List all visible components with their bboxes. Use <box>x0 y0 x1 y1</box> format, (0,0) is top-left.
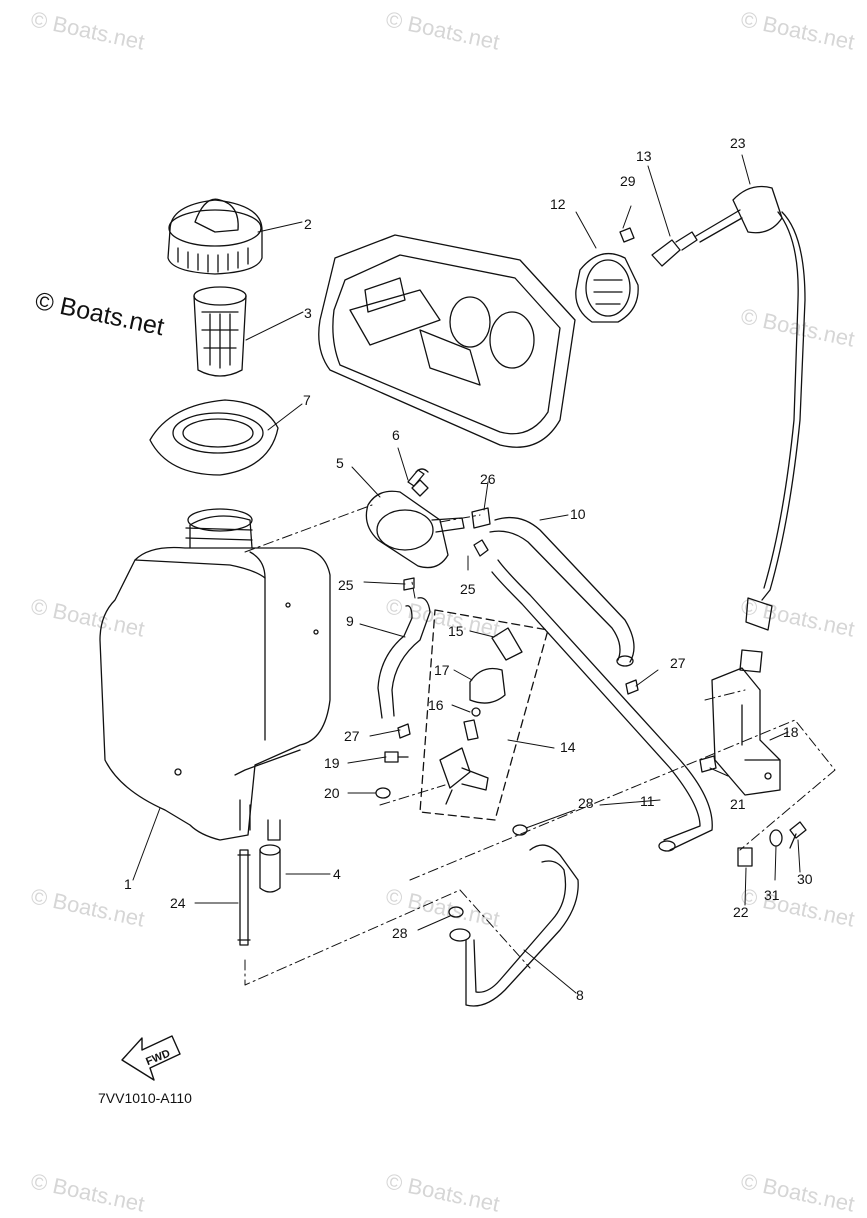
part-label: 1 <box>124 876 132 892</box>
part-label: 28 <box>578 795 594 811</box>
strainer <box>193 286 247 377</box>
rod-24 <box>237 849 251 946</box>
bolt-30 <box>789 821 807 849</box>
clip-28 <box>448 824 528 918</box>
plug-4 <box>259 844 281 893</box>
part-label: 18 <box>783 724 799 740</box>
dashboard-panel <box>318 234 576 448</box>
part-label: 24 <box>170 895 186 911</box>
part-label: 6 <box>392 427 400 443</box>
part-label: 25 <box>460 581 476 597</box>
clip-25 <box>403 539 489 591</box>
part-label: 27 <box>344 728 360 744</box>
reference-lines <box>244 504 836 986</box>
washer-20 <box>375 787 391 799</box>
hose-11 <box>491 559 713 852</box>
leader-lines <box>132 154 801 994</box>
gasket <box>149 399 279 476</box>
part-label: 19 <box>324 755 340 771</box>
part-label: 29 <box>620 173 636 189</box>
part-label: 28 <box>392 925 408 941</box>
fuel-cock-assembly <box>419 609 549 821</box>
part-label: 11 <box>640 793 655 809</box>
cable-fitting-13 <box>651 231 698 267</box>
part-label: 15 <box>448 623 464 639</box>
part-label: 7 <box>303 392 311 408</box>
part-label: 20 <box>324 785 340 801</box>
part-label: 13 <box>636 148 652 164</box>
part-label: 12 <box>550 196 566 212</box>
fuel-tank <box>99 508 331 841</box>
part-label: 8 <box>576 987 584 1003</box>
part-label: 9 <box>346 613 354 629</box>
diagram-code: 7VV1010-A110 <box>98 1090 192 1106</box>
clip-27 <box>397 679 639 739</box>
part-label: 23 <box>730 135 746 151</box>
fuel-gauge <box>575 252 639 323</box>
cable-23 <box>695 185 806 673</box>
bracket-18 <box>699 667 781 796</box>
part-label: 31 <box>764 887 780 903</box>
hose-8 <box>449 844 579 1007</box>
part-label: 21 <box>730 796 746 812</box>
hose-10 <box>489 516 635 667</box>
part-label: 10 <box>570 506 586 522</box>
part-labels: 2 3 7 6 5 26 10 25 25 9 15 17 27 16 27 1… <box>124 135 813 1003</box>
fwd-label: FWD <box>144 1048 172 1069</box>
part-label: 5 <box>336 455 344 471</box>
part-label: 4 <box>333 866 341 882</box>
part-label: 30 <box>797 871 813 887</box>
hose-9 <box>377 597 431 719</box>
part-label: 16 <box>428 697 444 713</box>
screw-29 <box>619 227 635 243</box>
part-label: 27 <box>670 655 686 671</box>
part-label: 17 <box>434 662 450 678</box>
fuel-cap <box>167 198 263 275</box>
part-label: 22 <box>733 904 749 920</box>
part-label: 3 <box>304 305 312 321</box>
part-label: 14 <box>560 739 576 755</box>
bolt-6 <box>407 468 429 487</box>
nut-22 <box>737 847 753 867</box>
fwd-arrow-icon: FWD <box>121 1035 181 1081</box>
filter-cover <box>365 479 465 569</box>
clip-26 <box>471 507 491 529</box>
washer-31 <box>769 829 783 847</box>
part-label: 25 <box>338 577 354 593</box>
part-label: 26 <box>480 471 496 487</box>
screw-19 <box>384 751 409 763</box>
part-label: 2 <box>304 216 312 232</box>
